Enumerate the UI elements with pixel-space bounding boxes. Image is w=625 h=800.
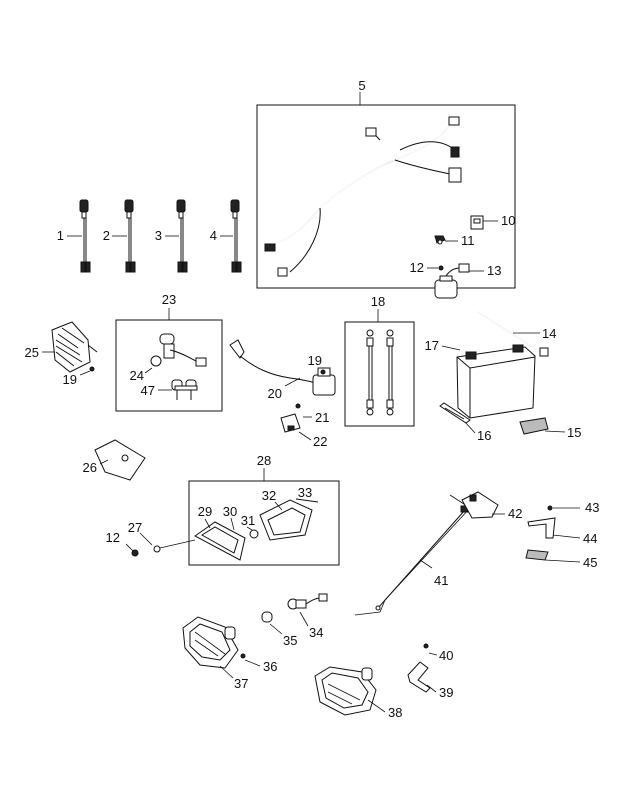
label-42: 42	[508, 506, 522, 521]
sensor-lead-4	[230, 199, 242, 273]
label-38: 38	[388, 705, 402, 720]
bulb-35	[261, 611, 273, 623]
label-15: 15	[567, 425, 581, 440]
label-17: 17	[425, 338, 439, 353]
tail-light-assy	[194, 498, 319, 561]
label-3: 3	[155, 228, 162, 243]
bolt-19a	[89, 366, 95, 372]
washer-27	[153, 545, 161, 553]
headlight-left	[182, 616, 239, 669]
label-30: 30	[223, 504, 237, 519]
bracket-44	[527, 517, 556, 539]
sensor-lead-1	[79, 199, 91, 273]
bracket-39	[407, 661, 431, 693]
battery	[456, 344, 536, 419]
label-19b: 19	[308, 353, 322, 368]
battery-cable-pair	[366, 329, 394, 416]
label-35: 35	[283, 633, 297, 648]
label-14: 14	[542, 326, 556, 341]
bracket-21	[295, 403, 301, 409]
label-2: 2	[103, 228, 110, 243]
headlight-right	[314, 666, 377, 716]
label-43: 43	[585, 500, 599, 515]
label-20: 20	[268, 386, 282, 401]
label-11: 11	[461, 233, 475, 248]
label-23: 23	[162, 292, 176, 307]
battery-pad-16	[439, 402, 471, 424]
label-47: 47	[141, 383, 155, 398]
connector-47	[171, 379, 198, 400]
label-26: 26	[83, 460, 97, 475]
bolt-12	[438, 265, 444, 271]
label-24: 24	[130, 368, 144, 383]
cover-26	[94, 439, 146, 481]
label-27: 27	[128, 520, 142, 535]
pad-45	[525, 549, 549, 561]
label-16: 16	[477, 428, 491, 443]
label-4: 4	[210, 228, 217, 243]
label-34: 34	[309, 625, 323, 640]
label-36: 36	[263, 659, 277, 674]
label-28: 28	[257, 453, 271, 468]
bulb-socket-34	[287, 593, 328, 610]
clip-11	[434, 235, 446, 245]
battery-cable-box	[344, 321, 415, 427]
label-12a: 12	[410, 260, 424, 275]
voltage-regulator	[51, 321, 98, 373]
label-39: 39	[439, 685, 453, 700]
label-44: 44	[583, 531, 597, 546]
ignition-switch	[159, 333, 207, 367]
starter-relay-13	[434, 263, 470, 299]
label-33: 33	[298, 485, 312, 500]
bolt-43	[547, 505, 553, 511]
label-37: 37	[234, 676, 248, 691]
label-1: 1	[57, 228, 64, 243]
battery-pad-15	[519, 417, 549, 435]
label-31: 31	[241, 513, 255, 528]
label-41: 41	[434, 573, 448, 588]
label-12b: 12	[106, 530, 120, 545]
label-40: 40	[439, 648, 453, 663]
sensor-lead-3	[176, 199, 188, 273]
battery-strap	[477, 311, 549, 357]
wiring-harness-box	[256, 104, 516, 289]
label-22: 22	[313, 434, 327, 449]
label-18: 18	[371, 294, 385, 309]
label-21: 21	[315, 410, 329, 425]
label-13: 13	[487, 263, 501, 278]
label-19a: 19	[63, 372, 77, 387]
bolt-36	[240, 653, 246, 659]
ring-24	[150, 355, 162, 367]
label-32: 32	[262, 488, 276, 503]
label-29: 29	[198, 504, 212, 519]
bolt-40	[423, 643, 429, 649]
label-45: 45	[583, 555, 597, 570]
bolt-19b	[320, 369, 326, 375]
controller-42	[461, 491, 499, 519]
wiring-harness	[264, 116, 462, 277]
label-5: 5	[358, 78, 365, 93]
sensor-lead-2	[124, 199, 136, 273]
nut-12b	[131, 549, 139, 557]
relay-22	[280, 413, 301, 433]
label-25: 25	[25, 345, 39, 360]
ignition-coil	[229, 339, 336, 396]
relay-10	[470, 215, 484, 230]
label-10: 10	[501, 213, 515, 228]
